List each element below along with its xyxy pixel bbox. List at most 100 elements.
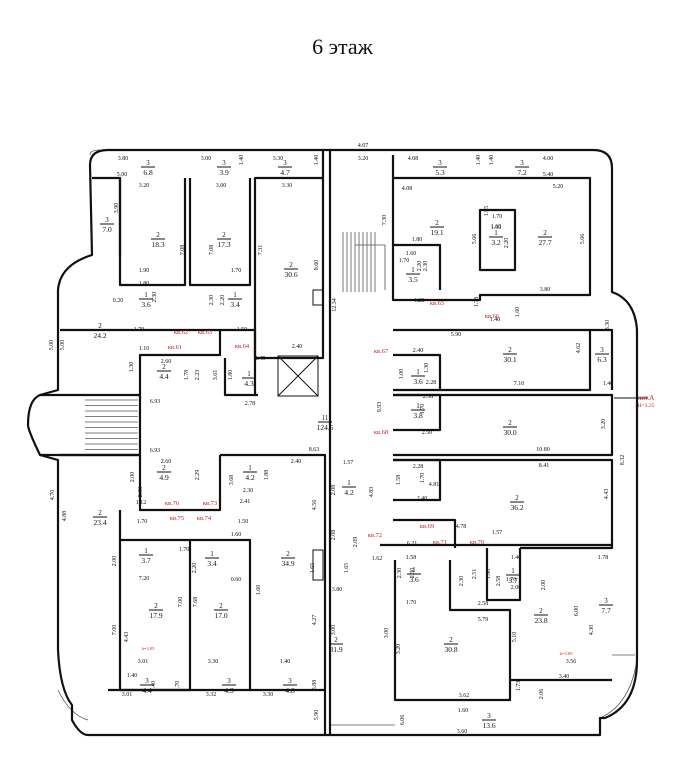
wall (393, 353, 442, 390)
room-number: 2 (435, 219, 439, 227)
dimension-label: 2.20 (192, 563, 198, 574)
wall (220, 453, 327, 690)
dimension-label: 3.90 (114, 203, 120, 214)
dimension-label: 4.56 (312, 500, 318, 511)
room-area: 23.4 (93, 518, 106, 527)
dimension-label: 2.28 (426, 380, 437, 386)
dimension-label: 1.40 (314, 155, 320, 166)
room-area: 4.3 (244, 379, 254, 388)
dimension-label: 4.27 (312, 615, 318, 626)
dimension-label: 6.21 (407, 541, 418, 547)
room-area: 3.2 (491, 238, 501, 247)
room-number: 3 (146, 159, 150, 167)
dimension-label: 2.51 (472, 569, 478, 580)
elevator-cross (277, 355, 319, 397)
dimension-label: 2.78 (245, 401, 256, 407)
room-number: 3 (105, 216, 109, 224)
dimension-label: 1.30 (129, 362, 135, 373)
dimension-label: 2.20 (220, 295, 226, 306)
dimension-label: 2.08 (331, 485, 337, 496)
dimension-label: 5.00 (117, 172, 128, 178)
dimension-label: 3.01 (122, 692, 133, 698)
room-area: 4.9 (159, 473, 169, 482)
dimension-label: 1.62 (372, 556, 383, 562)
room-area: 7.0 (102, 225, 112, 234)
room-number: 2 (98, 322, 102, 330)
apartment-label: кв.67 (374, 348, 389, 355)
dimension-label: 2.30 (397, 568, 403, 579)
room-number: 3 (227, 677, 231, 685)
apartment-label: кв.71 (433, 539, 447, 546)
room-area: 3.5 (408, 275, 418, 284)
dimension-label: 6.06 (400, 715, 406, 726)
dimension-label: 2.30 (243, 488, 254, 494)
dimension-label: 2.20 (504, 238, 510, 249)
dimension-label: 8.32 (620, 455, 626, 466)
room-area: 27.7 (538, 238, 551, 247)
dimension-label: 6.93 (150, 448, 161, 454)
dimension-label: 2.30 (459, 576, 465, 587)
dimension-label: 1.30 (424, 363, 430, 374)
room-area: 31.9 (329, 645, 342, 654)
dimension-label: 1.70 (420, 404, 426, 415)
dimension-label: 1.73 (516, 681, 522, 692)
dimension-label: 7.20 (139, 576, 150, 582)
wall (485, 548, 522, 602)
dimension-label: 3.20 (139, 183, 150, 189)
room-area: 7.2 (517, 168, 527, 177)
room-number: 3 (604, 597, 608, 605)
room-number: 3 (487, 712, 491, 720)
dimension-label: 2.58 (478, 601, 489, 607)
apartment-label: кв.76 (165, 500, 180, 507)
dimension-label: 3.20 (601, 419, 607, 430)
dimension-label: 8.41 (539, 463, 550, 469)
dimension-label: 4.88 (62, 511, 68, 522)
dimension-label: 1.95 (484, 206, 490, 217)
room-number: 1 (411, 266, 415, 274)
room-area: 3.9 (219, 168, 229, 177)
dimension-label: 1.60 (406, 251, 417, 257)
wall (393, 458, 442, 502)
ceiling-note: h=3.05 (560, 651, 573, 656)
dimension-label: 1.80 (412, 237, 423, 243)
dimension-label: 1.65 (344, 563, 350, 574)
dimension-label: 0.20 (113, 298, 124, 304)
room-number: 2 (162, 363, 166, 371)
stair-rail (355, 244, 386, 290)
dimension-label: 1.65 (310, 563, 316, 574)
dimension-label: 3.00 (216, 183, 227, 189)
dimension-label: 4.08 (402, 186, 413, 192)
wall (220, 328, 257, 395)
wall (60, 328, 222, 395)
dimension-label: 1.60 (491, 224, 502, 230)
dimension-label: 1.70 (231, 268, 242, 274)
room-number: 3 (145, 677, 149, 685)
dimension-label: 5.00 (60, 340, 66, 351)
dimension-label: 1.12 (136, 500, 147, 506)
room-area: 30.0 (503, 428, 516, 437)
dimension-label: 6.00 (574, 606, 580, 617)
dimension-label: 1.57 (343, 460, 354, 466)
wall (393, 518, 457, 548)
room-number: 2 (508, 419, 512, 427)
wall (391, 155, 592, 302)
dimension-label: 2.50 (422, 430, 433, 436)
dimension-label: 2.60 (161, 359, 172, 365)
room-area: 4.2 (245, 473, 255, 482)
dimension-label: 5.20 (553, 184, 564, 190)
wall (590, 328, 614, 390)
dimension-label: 2.38 (423, 394, 434, 400)
dimension-label: 2.60 (161, 459, 172, 465)
dimension-label: 1.78 (474, 297, 480, 308)
dimension-label: 3.20 (396, 644, 402, 655)
dimension-label: 1.60 (256, 585, 262, 596)
dimension-label: 1.40 (127, 673, 138, 679)
wall (118, 178, 187, 287)
room-area: 4.7 (280, 168, 290, 177)
room-number: 2 (222, 231, 226, 239)
wall (478, 208, 517, 272)
room-number: 2 (286, 550, 290, 558)
apartment-label: кв.73 (203, 500, 217, 507)
room-number: 1 (247, 370, 251, 378)
dimension-label: 3.20 (358, 156, 369, 162)
